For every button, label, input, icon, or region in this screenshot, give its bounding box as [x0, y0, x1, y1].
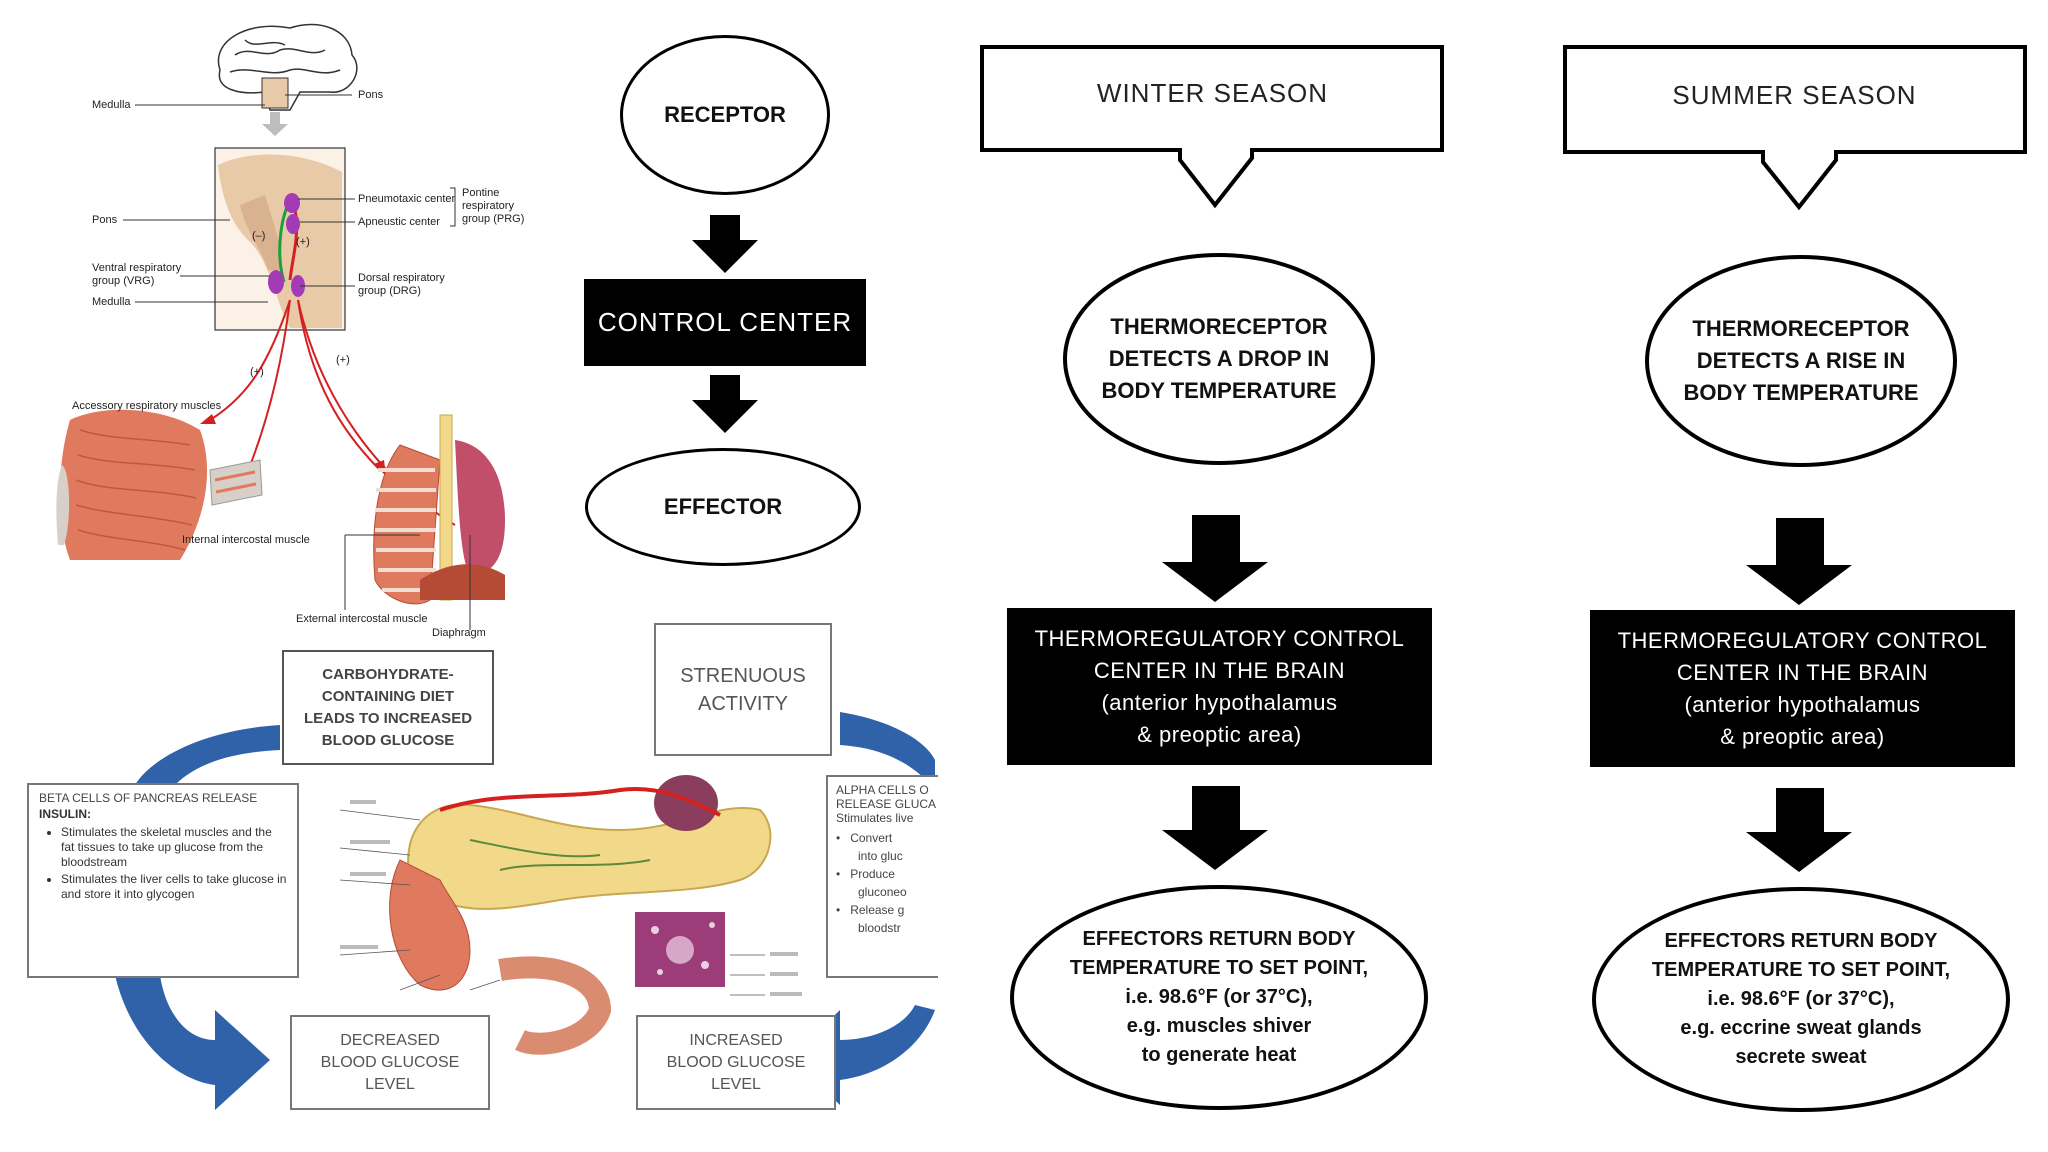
brain-icon: [217, 23, 358, 111]
arrow-down-icon: [1746, 518, 1852, 605]
label-plus-c: (+): [336, 354, 350, 366]
beta-bullet: Stimulates the skeletal muscles and the …: [61, 825, 287, 870]
label-diaphragm: Diaphragm: [432, 627, 486, 639]
beta-title: BETA CELLS OF PANCREAS RELEASE: [39, 791, 258, 805]
ingestion-box: CARBOHYDRATE- CONTAINING DIET LEADS TO I…: [282, 650, 494, 765]
alpha-bullet: • Convert: [836, 831, 893, 845]
curved-arrow-icon: [135, 725, 280, 785]
effector-oval: EFFECTOR: [585, 448, 861, 566]
summer-control-sub: (anterior hypothalamus & preoptic area): [1684, 691, 1921, 749]
beta-hormone: INSULIN:: [39, 807, 91, 821]
summer-effector-label: EFFECTORS RETURN BODY TEMPERATURE TO SET…: [1651, 930, 1951, 1068]
strenuous-label: STRENUOUS ACTIVITY: [680, 664, 806, 715]
label-plus-a: (+): [296, 236, 310, 248]
label-internal-intercostal: Internal intercostal muscle: [182, 534, 310, 546]
receptor-oval: RECEPTOR: [620, 35, 830, 195]
beta-bullet-list: Stimulates the skeletal muscles and the …: [39, 825, 287, 902]
alpha-title: ALPHA CELLS O: [836, 783, 929, 797]
label-plus-b: (+): [250, 366, 264, 378]
arrow-down-icon: [1162, 786, 1268, 870]
effector-label: EFFECTOR: [663, 494, 783, 519]
control-center-label: CONTROL CENTER: [597, 307, 853, 337]
summer-season-title: SUMMER SEASON: [1672, 80, 1917, 110]
arrow-down-icon: [692, 375, 758, 433]
arrow-down-icon: [692, 215, 758, 273]
summer-receptor-label: THERMORECEPTOR DETECTS A RISE IN BODY TE…: [1683, 316, 1919, 405]
summer-control-box: THERMOREGULATORY CONTROL CENTER IN THE B…: [1590, 610, 2015, 767]
ingestion-label: CARBOHYDRATE- CONTAINING DIET LEADS TO I…: [303, 665, 473, 749]
arrow-down-icon: [1746, 788, 1852, 872]
winter-season-title: WINTER SEASON: [1096, 78, 1329, 108]
pancreas-illustration: [339, 775, 802, 1055]
summer-effector-oval: EFFECTORS RETURN BODY TEMPERATURE TO SET…: [1592, 887, 2010, 1112]
increased-glucose-box: INCREASED BLOOD GLUCOSE LEVEL: [636, 1015, 836, 1110]
beta-bullet: Stimulates the liver cells to take gluco…: [61, 872, 287, 902]
control-center-box: CONTROL CENTER: [584, 279, 866, 366]
alpha-sub: RELEASE GLUCA: [836, 797, 937, 811]
increased-label: INCREASED BLOOD GLUCOSE LEVEL: [666, 1031, 806, 1093]
alpha-bullet: bloodstr: [858, 921, 901, 935]
winter-control-box: THERMOREGULATORY CONTROL CENTER IN THE B…: [1007, 608, 1432, 765]
alpha-bullet: into gluc: [858, 849, 903, 863]
beta-cells-box: BETA CELLS OF PANCREAS RELEASE INSULIN: …: [27, 783, 299, 978]
decreased-glucose-box: DECREASED BLOOD GLUCOSE LEVEL: [290, 1015, 490, 1110]
decreased-label: DECREASED BLOOD GLUCOSE LEVEL: [320, 1031, 460, 1093]
alpha-bullet: • Produce: [836, 867, 895, 881]
label-minus: (–): [252, 230, 266, 242]
label-pons-mid: Pons: [92, 214, 118, 226]
strenuous-box: STRENUOUS ACTIVITY: [654, 623, 832, 756]
label-medulla-mid: Medulla: [92, 296, 131, 308]
label-apneustic: Apneustic center: [358, 216, 440, 228]
receptor-label: RECEPTOR: [664, 102, 786, 127]
alpha-sub2: Stimulates live: [836, 811, 914, 825]
label-medulla-top: Medulla: [92, 99, 131, 111]
alpha-cells-box: ALPHA CELLS O RELEASE GLUCA Stimulates l…: [826, 775, 938, 978]
curved-arrow-icon: [115, 975, 270, 1110]
label-accessory-muscles: Accessory respiratory muscles: [72, 400, 222, 412]
label-external-intercostal: External intercostal muscle: [296, 613, 428, 625]
arrow-down-icon: [1162, 515, 1268, 602]
winter-effector-label: EFFECTORS RETURN BODY TEMPERATURE TO SET…: [1069, 928, 1369, 1066]
winter-effector-oval: EFFECTORS RETURN BODY TEMPERATURE TO SET…: [1010, 885, 1428, 1110]
curved-arrow-icon: [840, 712, 935, 790]
summer-receptor-oval: THERMORECEPTOR DETECTS A RISE IN BODY TE…: [1645, 255, 1957, 467]
label-pons-top: Pons: [358, 89, 384, 101]
label-vrg: Ventral respiratory group (VRG): [92, 262, 182, 287]
winter-control-title: THERMOREGULATORY CONTROL CENTER IN THE B…: [1034, 625, 1405, 683]
winter-receptor-oval: THERMORECEPTOR DETECTS A DROP IN BODY TE…: [1063, 253, 1375, 465]
winter-receptor-label: THERMORECEPTOR DETECTS A DROP IN BODY TE…: [1101, 314, 1337, 403]
winter-control-sub: (anterior hypothalamus & preoptic area): [1101, 689, 1338, 747]
label-pneumotaxic: Pneumotaxic center: [358, 193, 456, 205]
summer-control-title: THERMOREGULATORY CONTROL CENTER IN THE B…: [1617, 627, 1988, 685]
label-drg: Dorsal respiratory group (DRG): [358, 272, 445, 297]
alpha-bullet: • Release g: [836, 903, 905, 917]
alpha-bullet: gluconeo: [858, 885, 907, 899]
label-prg: Pontine respiratory group (PRG): [462, 187, 525, 225]
alpha-bullet-list: • Convert into gluc • Produce gluconeo •…: [836, 829, 930, 937]
